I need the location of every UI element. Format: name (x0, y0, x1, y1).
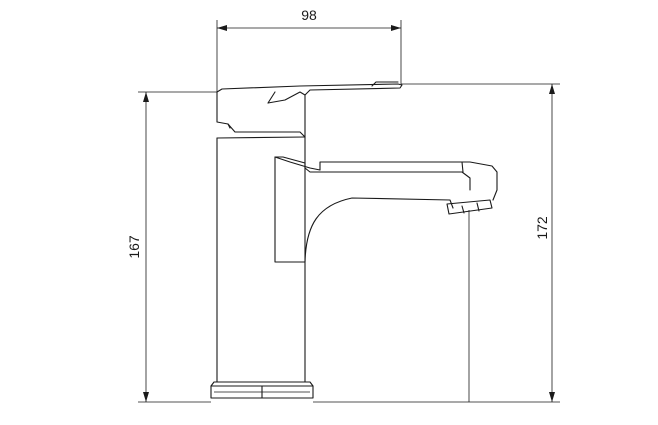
left-height-label: 167 (126, 235, 142, 259)
arrowhead-icon (143, 392, 149, 402)
left-height-dimension: 167 (126, 91, 217, 403)
arrowhead-icon (391, 25, 401, 31)
right-height-dimension: 172 (313, 83, 560, 403)
arrowhead-icon (143, 92, 149, 102)
width-label: 98 (301, 7, 317, 23)
faucet-base (210, 381, 314, 399)
right-height-label: 172 (534, 216, 550, 240)
spout (274, 156, 498, 263)
arrowhead-icon (217, 25, 227, 31)
faucet-body (216, 136, 306, 383)
lever-handle (216, 81, 403, 138)
arrowhead-icon (549, 84, 555, 94)
arrowhead-icon (549, 392, 555, 402)
width-dimension: 98 (216, 7, 402, 92)
